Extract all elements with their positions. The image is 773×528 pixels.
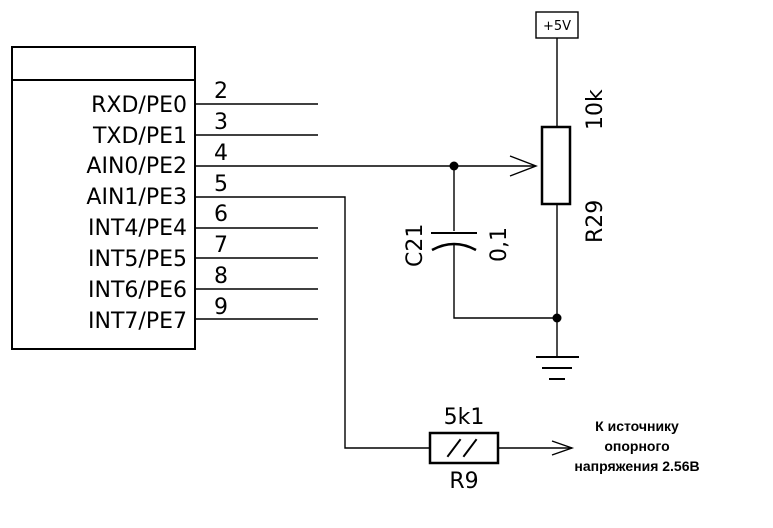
capacitor-c21: [431, 166, 557, 319]
pot-ref: R29: [583, 200, 608, 243]
pin-number-7: 7: [214, 233, 228, 258]
note-line-1: К источнику: [595, 418, 679, 434]
power-label: +5V: [543, 19, 571, 34]
note-line-2: опорного: [604, 438, 669, 454]
ground-symbol: [536, 356, 579, 380]
pin-number-6: 6: [214, 202, 228, 227]
pin-lines: [195, 103, 318, 320]
resistor-value: 5k1: [444, 405, 485, 430]
pin-name-pe1: TXD/PE1: [92, 124, 187, 149]
resistor-ref: R9: [449, 469, 478, 494]
pin-name-pe0: RXD/PE0: [91, 93, 187, 118]
resistor-r9: [428, 431, 575, 465]
pin-name-pe6: INT6/PE6: [88, 278, 187, 303]
junction-dot-ground: [552, 313, 562, 323]
pin-number-3: 3: [214, 110, 228, 135]
potentiometer-r29: [540, 125, 572, 206]
pin-name-pe4: INT4/PE4: [88, 216, 187, 241]
ain1-wire: [195, 196, 430, 449]
pot-value: 10k: [583, 89, 608, 130]
pin-name-pe5: INT5/PE5: [88, 247, 187, 272]
chip-body: [11, 46, 196, 350]
pin-name-pe7: INT7/PE7: [88, 309, 187, 334]
capacitor-value: 0,1: [487, 227, 512, 262]
pin-number-9: 9: [214, 295, 228, 320]
pin-number-5: 5: [214, 172, 228, 197]
pin-number-2: 2: [214, 79, 228, 104]
power-label-box: [535, 11, 579, 39]
pin-number-8: 8: [214, 264, 228, 289]
pin-number-4: 4: [214, 141, 228, 166]
pin-name-pe2: AIN0/PE2: [86, 154, 187, 179]
pin-name-pe3: AIN1/PE3: [86, 185, 187, 210]
note-line-3: напряжения 2.56В: [574, 458, 699, 474]
capacitor-ref: C21: [403, 224, 428, 267]
ain0-wire: [195, 155, 538, 177]
